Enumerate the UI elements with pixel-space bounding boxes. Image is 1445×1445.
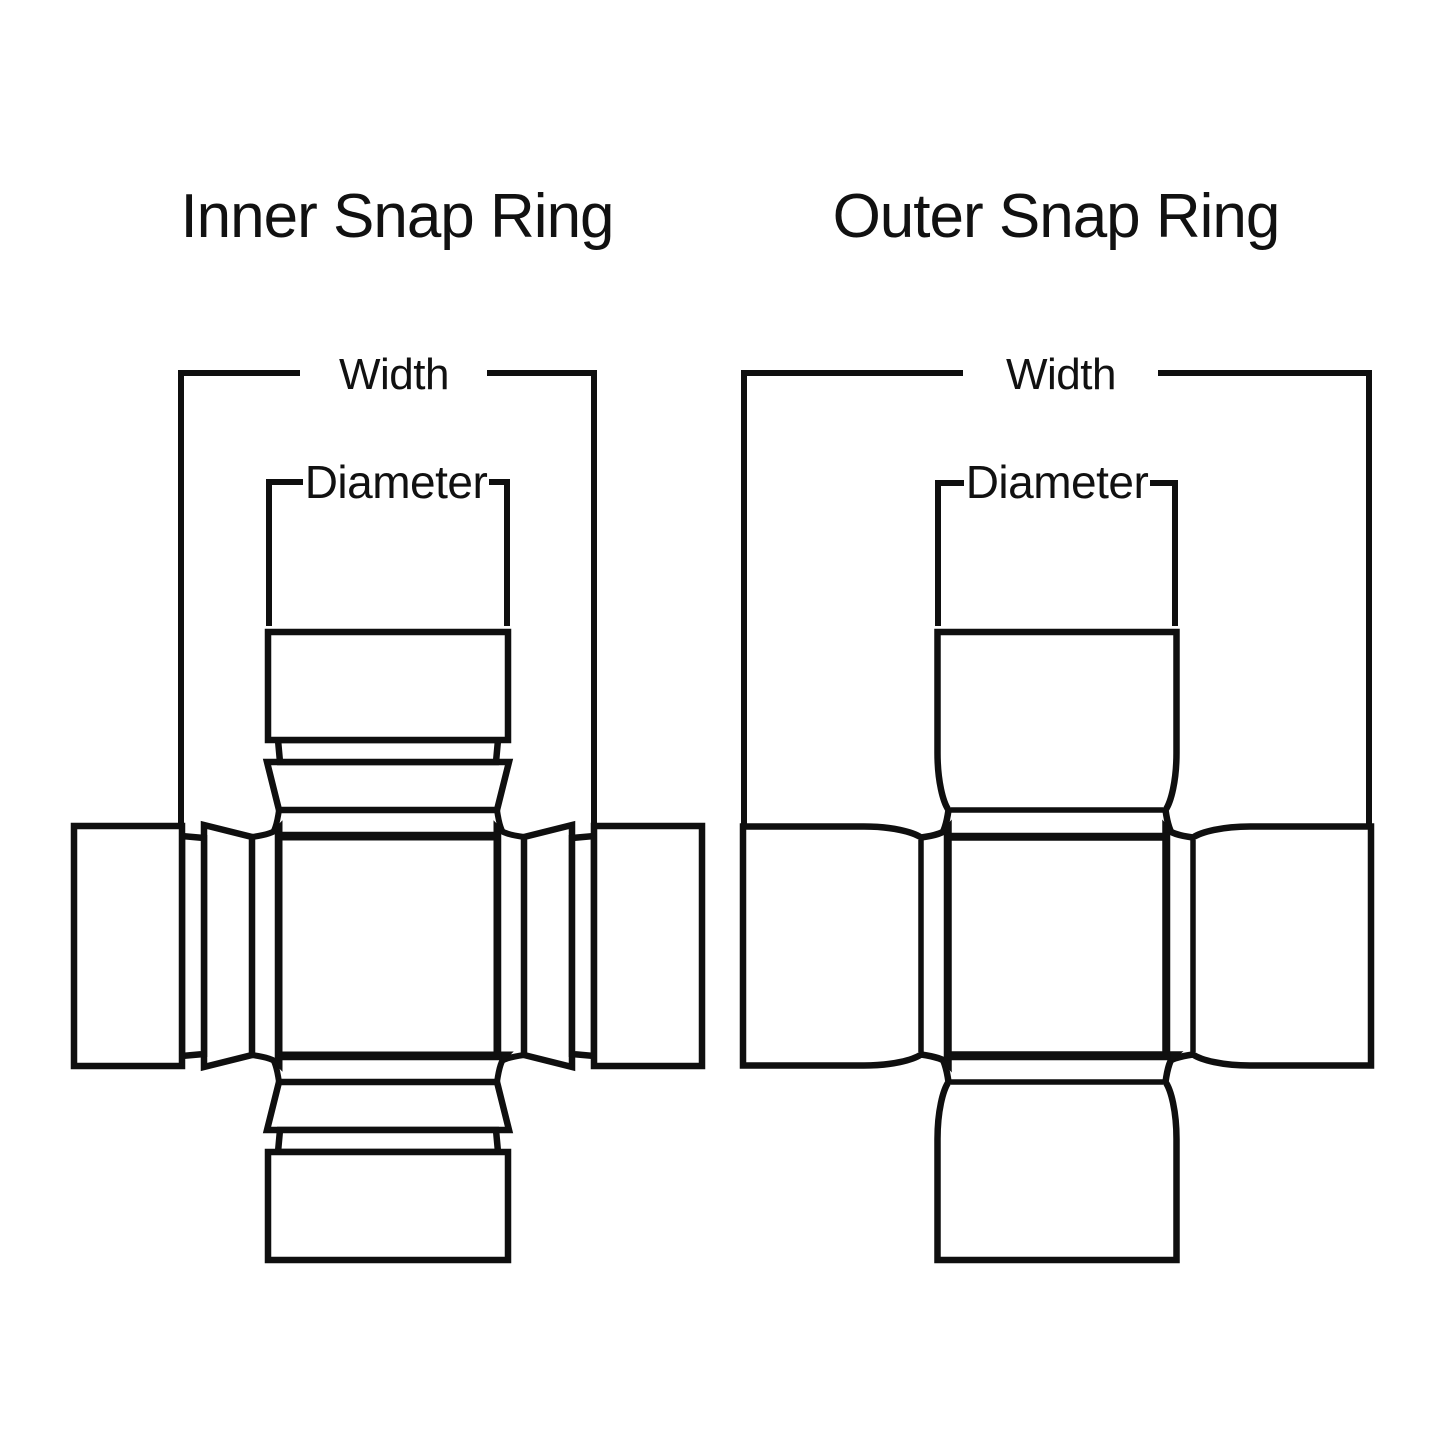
inner-right-cap [497, 825, 703, 1067]
inner-ujoint-cross [74, 632, 702, 1260]
inner-diameter-label: Diameter [305, 456, 488, 508]
outer-diagram-title: Outer Snap Ring [833, 182, 1280, 251]
inner-bottom-cap [267, 1055, 509, 1261]
outer-top-cap [938, 632, 1177, 838]
outer-diameter-dimension-bracket [935, 480, 1178, 626]
inner-left-cap [74, 825, 280, 1067]
outer-right-cap [1166, 827, 1372, 1066]
inner-snap-ring-diagram: Inner Snap Ring Width Diameter [74, 182, 702, 1260]
outer-center-body [943, 832, 1171, 1061]
inner-width-dimension-bracket [178, 370, 597, 826]
outer-width-dimension-bracket [741, 370, 1372, 826]
inner-width-label: Width [339, 350, 449, 399]
outer-width-label: Width [1006, 350, 1116, 399]
inner-diameter-dimension-bracket [266, 479, 510, 626]
inner-top-cap [267, 632, 509, 838]
outer-snap-ring-diagram: Outer Snap Ring Width Diameter [743, 182, 1371, 1260]
inner-center-body [274, 831, 502, 1061]
outer-ujoint-cross [743, 632, 1371, 1260]
outer-bottom-cap [938, 1055, 1177, 1261]
outer-left-cap [743, 827, 949, 1066]
inner-diagram-title: Inner Snap Ring [180, 182, 613, 251]
outer-diameter-label: Diameter [966, 456, 1149, 508]
